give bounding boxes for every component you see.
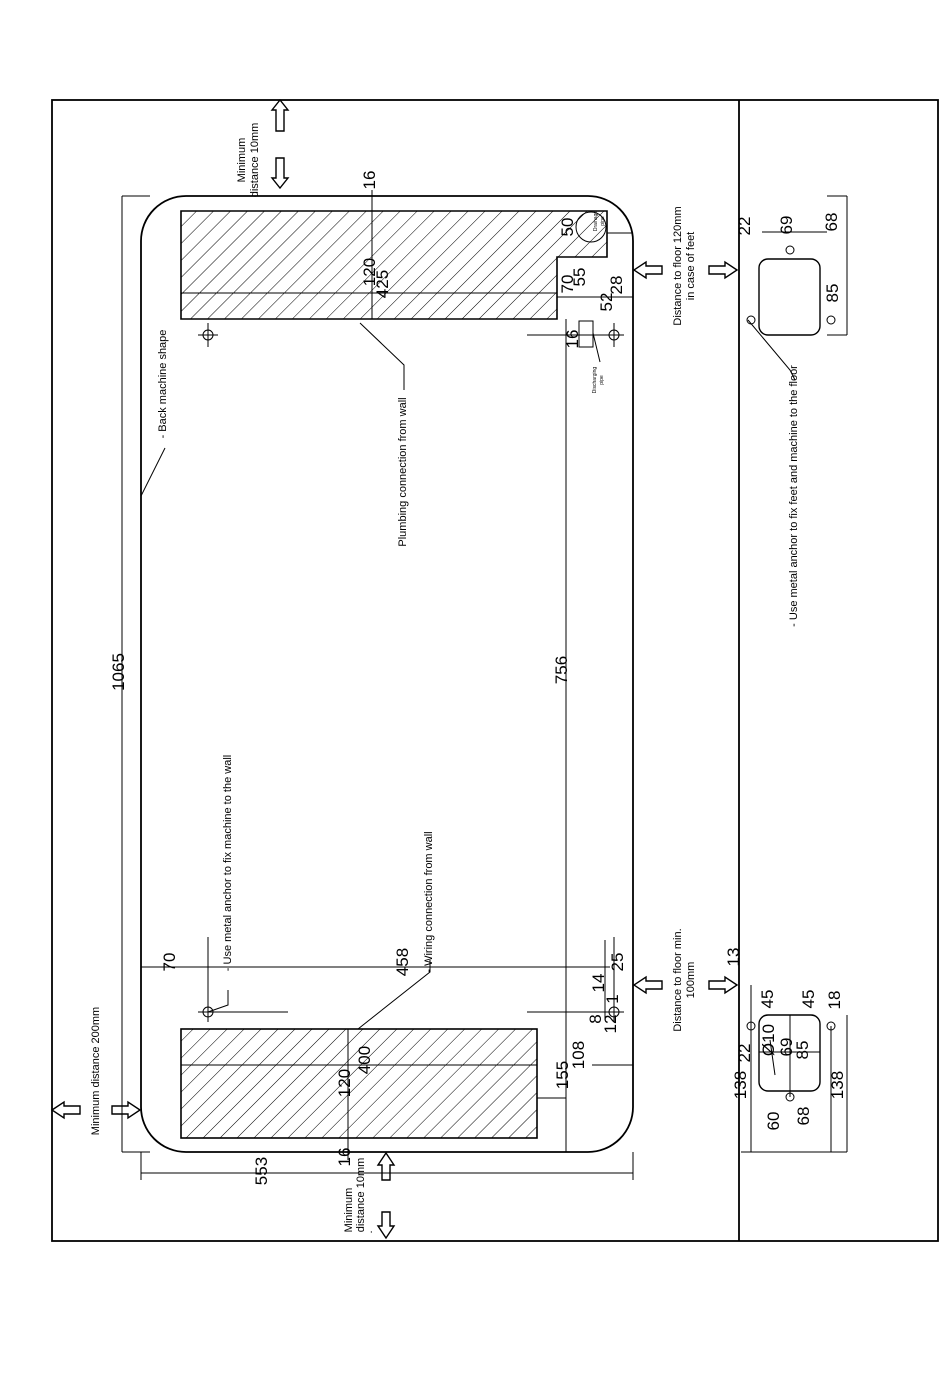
dim-756: 756 bbox=[552, 656, 571, 684]
dim-70-upper: 70 bbox=[558, 275, 577, 294]
anchor-marker-bottom-right bbox=[527, 937, 624, 1022]
dim-55: 55 bbox=[570, 268, 589, 287]
dim-16-bottom: 16 bbox=[335, 1148, 354, 1167]
floor-min-line2: 100mm bbox=[685, 962, 697, 999]
drainage-pipe-icon bbox=[575, 211, 607, 243]
wiring-note: - Wiring connection from wall bbox=[423, 831, 435, 972]
floor-feet-line2: in case of feet bbox=[685, 232, 697, 301]
anchor-marker-top-right bbox=[604, 323, 624, 347]
dim-25: 25 bbox=[608, 953, 627, 972]
dim-108: 108 bbox=[569, 1041, 588, 1069]
dim-553: 553 bbox=[252, 1157, 271, 1185]
dim-14: 14 bbox=[589, 974, 608, 993]
back-machine-outline bbox=[140, 195, 634, 1153]
foot-dim-68-bottom: 68 bbox=[794, 1107, 813, 1126]
foot-dim-85-top: 85 bbox=[823, 284, 842, 303]
dim-400: 400 bbox=[355, 1046, 374, 1074]
clearance-arrows bbox=[50, 98, 739, 1240]
foot-dim-138-right: 138 bbox=[828, 1071, 847, 1099]
foot-dim-69-top: 69 bbox=[777, 216, 796, 235]
foot-dim-138-left: 138 bbox=[731, 1071, 750, 1099]
anchor-floor-note: - Use metal anchor to fix feet and machi… bbox=[788, 365, 800, 627]
foot-dim-85-bottom: 85 bbox=[793, 1041, 812, 1060]
anchor-marker-bottom-left bbox=[198, 937, 288, 1022]
foot-dim-22-bottom: 22 bbox=[735, 1044, 754, 1063]
dimension-lines bbox=[121, 190, 634, 1180]
foot-detail-top bbox=[746, 195, 848, 336]
foot-dim-68-top: 68 bbox=[822, 213, 841, 232]
foot-dim-60: 60 bbox=[764, 1112, 783, 1131]
anchor-wall-note: - Use metal anchor to fix machine to the… bbox=[222, 755, 234, 971]
foot-dim-diameter-10: Ø10 bbox=[759, 1024, 778, 1056]
dim-120-bottom: 120 bbox=[335, 1069, 354, 1097]
min-distance-top-line1: Minimum bbox=[236, 138, 248, 183]
foot-dim-13: 13 bbox=[724, 948, 743, 967]
foot-dim-18: 18 bbox=[825, 991, 844, 1010]
dim-70-lower: 70 bbox=[160, 953, 179, 972]
min-distance-bottom-line2: distance 10mm bbox=[355, 1158, 367, 1233]
dim-28: 28 bbox=[607, 276, 626, 295]
discharging-label-1: Discharging bbox=[592, 367, 598, 394]
floor-min-line1: Distance to floor min. bbox=[672, 928, 684, 1031]
plumbing-note: Plumbing connection from wall bbox=[397, 397, 409, 546]
dim-425: 425 bbox=[373, 270, 392, 298]
dim-1: 1 bbox=[603, 994, 622, 1003]
dim-1065: 1065 bbox=[109, 653, 128, 691]
floor-feet-line1: Distance to floor 120mm bbox=[672, 206, 684, 325]
min-distance-left: Minimum distance 200mm bbox=[90, 1007, 102, 1135]
min-distance-top-line2: distance 10mm bbox=[249, 123, 261, 198]
min-distance-bottom-line3: . bbox=[363, 1230, 375, 1233]
anchor-marker-top-left bbox=[198, 323, 218, 347]
back-shape-note: - Back machine shape bbox=[157, 330, 169, 439]
min-distance-bottom-line1: Minimum bbox=[343, 1188, 355, 1233]
upper-connection-zone bbox=[180, 210, 608, 320]
foot-dim-45-right: 45 bbox=[799, 990, 818, 1009]
dim-50: 50 bbox=[558, 218, 577, 237]
dim-52: 52 bbox=[597, 293, 616, 312]
dim-16-drain: 16 bbox=[563, 330, 582, 349]
dim-155: 155 bbox=[553, 1061, 572, 1089]
foot-dim-22-top: 22 bbox=[735, 217, 754, 236]
dim-120-top: 120 bbox=[360, 258, 379, 286]
foot-dim-45-left: 45 bbox=[758, 990, 777, 1009]
drainage-label-1: Drainage bbox=[593, 211, 599, 232]
foot-dim-69-bottom: 69 bbox=[777, 1038, 796, 1057]
drainage-label-2: pipe bbox=[600, 216, 606, 226]
foot-detail-bottom bbox=[741, 985, 848, 1153]
leader-lines bbox=[140, 319, 796, 1030]
lower-connection-zone bbox=[180, 1028, 538, 1139]
dim-458: 458 bbox=[393, 948, 412, 976]
dim-8: 8 bbox=[586, 1014, 605, 1023]
discharging-label-2: pipe bbox=[599, 375, 605, 385]
dim-12: 12 bbox=[601, 1015, 620, 1034]
dim-16-top: 16 bbox=[360, 171, 379, 190]
drawing-frame bbox=[51, 99, 939, 1242]
